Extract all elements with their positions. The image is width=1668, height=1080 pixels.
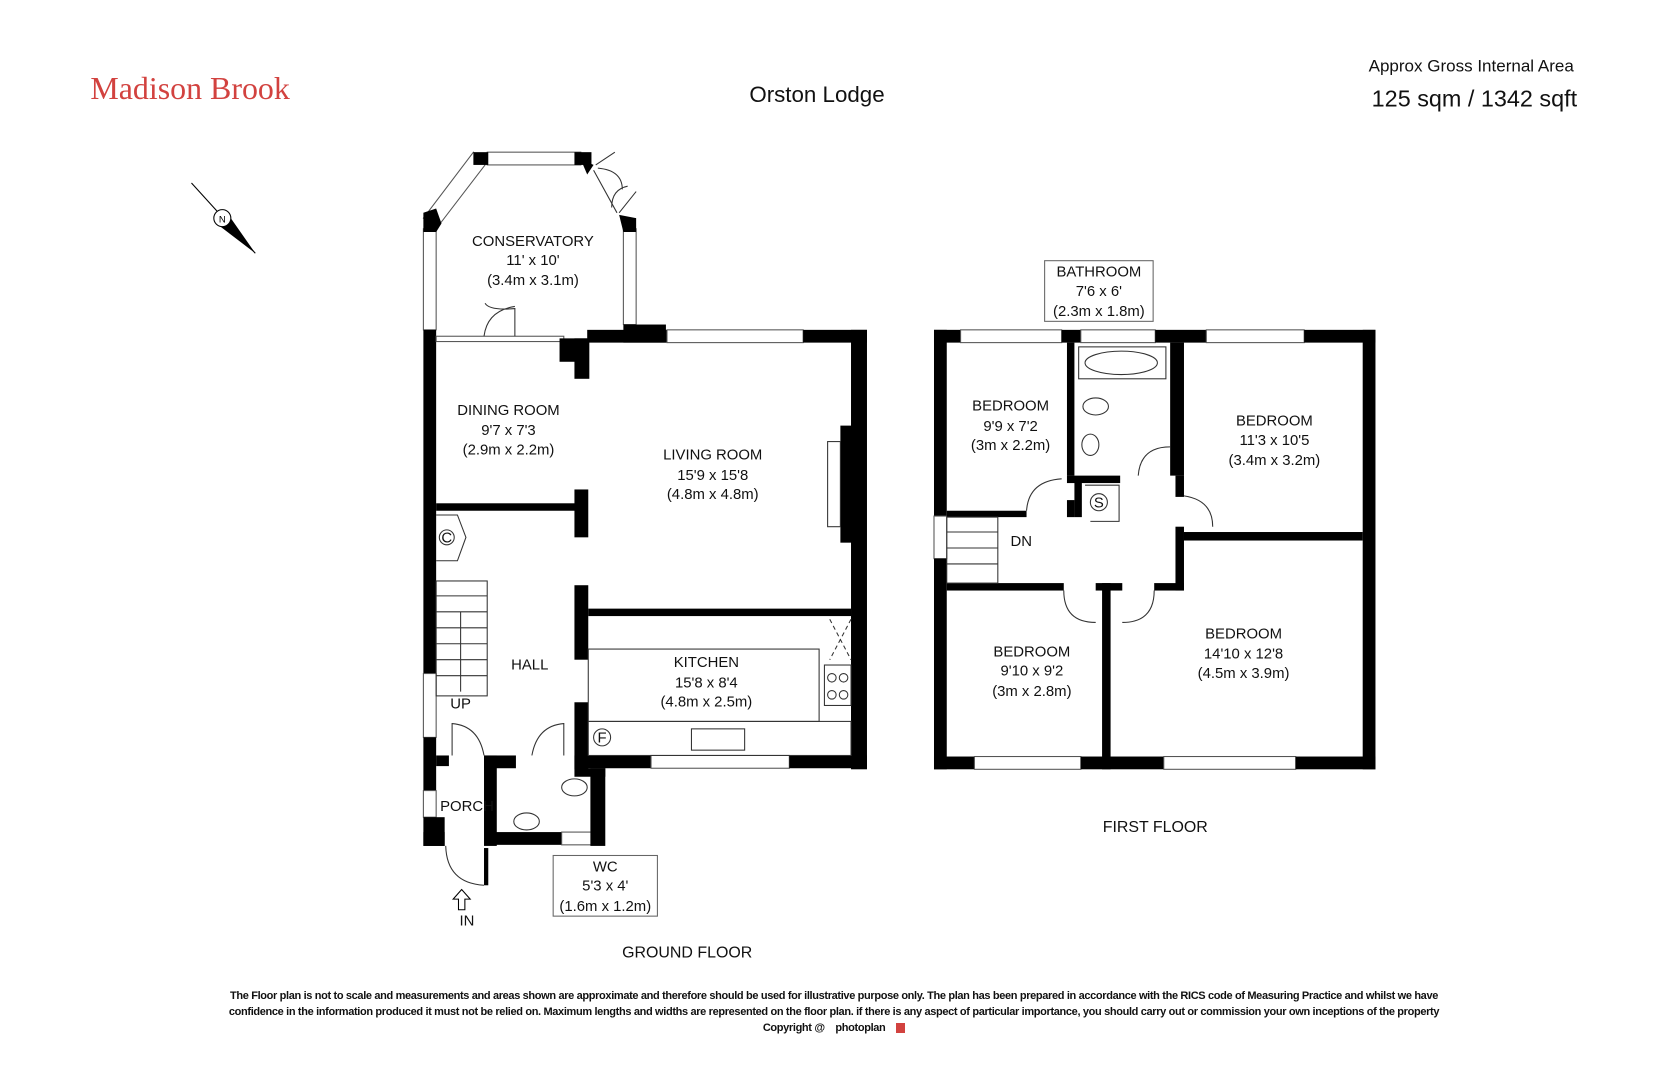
fridge-mark: F (598, 731, 607, 747)
stairs-up-label: UP (450, 697, 471, 713)
area-label: Approx Gross Internal Area (1369, 56, 1575, 75)
room-name: BEDROOM (993, 645, 1070, 661)
disclaimer-line-2: confidence in the information produced i… (228, 1006, 1440, 1018)
room-bedroom-3: BEDROOM 9'10 x 9'2 (3m x 2.8m) (992, 645, 1071, 700)
room-size-imperial: 15'8 x 8'4 (675, 675, 738, 691)
room-porch: PORCH (440, 799, 494, 815)
room-size-metric: (3m x 2.8m) (992, 684, 1071, 700)
room-size-imperial: 14'10 x 12'8 (1204, 647, 1283, 663)
room-conservatory: CONSERVATORY 11' x 10' (3.4m x 3.1m) (472, 234, 594, 289)
room-name: BATHROOM (1056, 265, 1141, 281)
room-name: CONSERVATORY (472, 234, 594, 250)
property-title: Orston Lodge (749, 82, 884, 107)
room-size-metric: (4.8m x 2.5m) (660, 695, 752, 711)
room-name: BEDROOM (1205, 626, 1282, 642)
room-living-room: LIVING ROOM 15'9 x 15'8 (4.8m x 4.8m) (663, 448, 762, 503)
cupboard-icon (438, 529, 455, 546)
cupboard-mark: C (441, 531, 452, 547)
room-hall: HALL (511, 657, 548, 673)
first-floor-walls (933, 329, 1376, 770)
room-size-metric: (4.5m x 3.9m) (1198, 666, 1290, 682)
room-size-imperial: 9'10 x 9'2 (1000, 664, 1063, 680)
room-size-metric: (2.3m x 1.8m) (1053, 304, 1145, 320)
photoplan-logo: photoplan (835, 1022, 886, 1035)
brand-logo: Madison Brook (90, 71, 289, 106)
copyright-row: Copyright @ photoplan (0, 1020, 1668, 1036)
stairs-down-label: DN (1010, 534, 1031, 550)
room-name: DINING ROOM (457, 403, 559, 419)
room-size-imperial: 11' x 10' (506, 253, 560, 269)
disclaimer-line-1: The Floor plan is not to scale and measu… (229, 990, 1438, 1002)
room-name: WC (593, 859, 618, 875)
room-size-imperial: 9'9 x 7'2 (983, 419, 1037, 435)
room-name: KITCHEN (674, 655, 739, 671)
room-size-metric: (3.4m x 3.2m) (1229, 453, 1321, 469)
photoplan-logo-icon (896, 1023, 906, 1034)
entrance-label: IN (460, 914, 475, 930)
copyright-text: Copyright @ (762, 1022, 825, 1035)
room-size-metric: (2.9m x 2.2m) (463, 442, 555, 458)
room-name: BEDROOM (1236, 414, 1313, 430)
room-bathroom: BATHROOM 7'6 x 6' (2.3m x 1.8m) (1044, 260, 1154, 322)
room-size-imperial: 5'3 x 4' (582, 879, 628, 895)
room-size-imperial: 11'3 x 10'5 (1239, 433, 1309, 449)
room-wc: WC 5'3 x 4' (1.6m x 1.2m) (552, 854, 658, 917)
room-size-imperial: 15'9 x 15'8 (677, 468, 748, 484)
room-size-imperial: 9'7 x 7'3 (481, 423, 535, 439)
room-size-metric: (3.4m x 3.1m) (487, 273, 579, 289)
room-size-metric: (1.6m x 1.2m) (559, 899, 651, 915)
room-size-imperial: 7'6 x 6' (1076, 284, 1122, 300)
room-name: BEDROOM (972, 399, 1049, 415)
fridge-icon (593, 728, 612, 747)
room-bedroom-2: BEDROOM 11'3 x 10'5 (3.4m x 3.2m) (1229, 414, 1321, 469)
disclaimer: The Floor plan is not to scale and measu… (0, 988, 1668, 1036)
storage-mark: S (1094, 496, 1104, 512)
room-size-metric: (3m x 2.2m) (971, 438, 1050, 454)
room-kitchen: KITCHEN 15'8 x 8'4 (4.8m x 2.5m) (660, 655, 752, 710)
first-floor-label: FIRST FLOOR (1103, 819, 1208, 836)
room-name: LIVING ROOM (663, 448, 762, 464)
storage-icon (1089, 493, 1108, 512)
area-value: 125 sqm / 1342 sqft (1372, 85, 1578, 111)
entrance-arrow-icon (451, 888, 472, 911)
room-size-metric: (4.8m x 4.8m) (667, 487, 759, 503)
ground-floor-walls (422, 151, 867, 886)
room-bedroom-1: BEDROOM 9'9 x 7'2 (3m x 2.2m) (971, 399, 1050, 454)
compass-letter: N (219, 214, 226, 225)
compass-icon: N (191, 182, 256, 254)
ground-floor-label: GROUND FLOOR (622, 945, 752, 962)
room-bedroom-4: BEDROOM 14'10 x 12'8 (4.5m x 3.9m) (1198, 626, 1290, 681)
room-dining-room: DINING ROOM 9'7 x 7'3 (2.9m x 2.2m) (457, 403, 559, 458)
